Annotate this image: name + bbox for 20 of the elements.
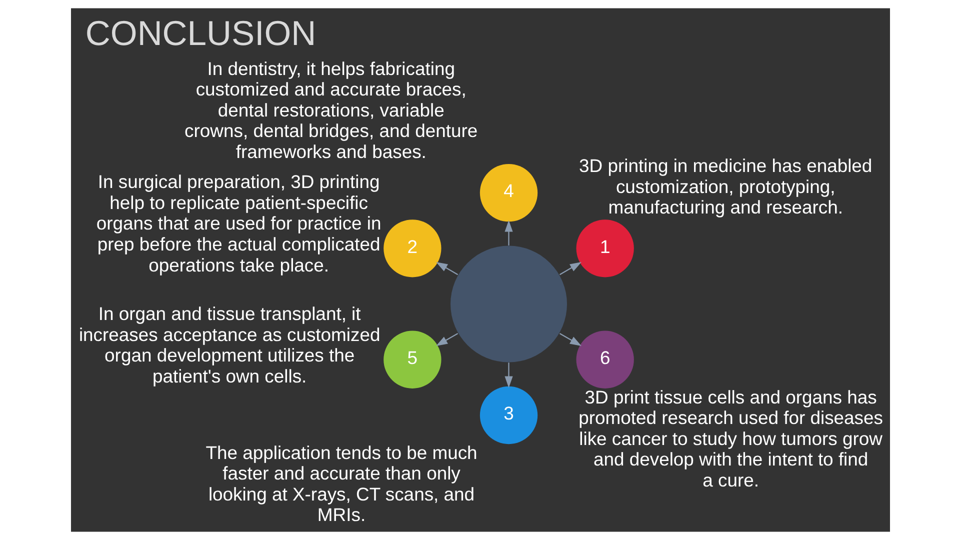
- node-circle: 2: [383, 220, 441, 278]
- arrow: [558, 262, 582, 276]
- node-circle: 1: [576, 220, 634, 278]
- node-circle: [450, 246, 566, 362]
- arrow: [504, 220, 512, 246]
- diagram-title: CONCLUSION: [84, 15, 316, 54]
- arrow: [558, 332, 582, 346]
- node-label: 3D printing in medicine has enabled customization, prototyping, manufacturing and research.: [578, 155, 872, 218]
- arrow: [435, 262, 458, 276]
- node-circle: 6: [576, 330, 634, 388]
- node-label: In surgical preparation, 3D printing help to replicate patient-specific organs that are used for practice in prep before the actual complicated operations take place.: [96, 171, 381, 276]
- node-label: The application tends to be much faster and accurate than only looking at X-rays, CT scans, and MRIs.: [205, 442, 477, 526]
- node-label: In organ and tissue transplant, it increases acceptance as customized organ development utilizes the patient's own cells.: [78, 303, 380, 386]
- node-label: 3D print tissue cells and organs has promoted research used for diseases like cancer to study how tumors grow and develop with the intent to find a cure.: [578, 386, 883, 490]
- arrow: [435, 332, 458, 346]
- node-label: In dentistry, it helps fabricating customized and accurate braces, dental restorations, variable crowns, dental bridges, and denture frameworks and bases.: [184, 58, 478, 162]
- node-circle: 5: [383, 330, 441, 388]
- node-circle: 3: [479, 386, 538, 444]
- arrow: [504, 362, 512, 388]
- node-circle: 4: [479, 164, 538, 222]
